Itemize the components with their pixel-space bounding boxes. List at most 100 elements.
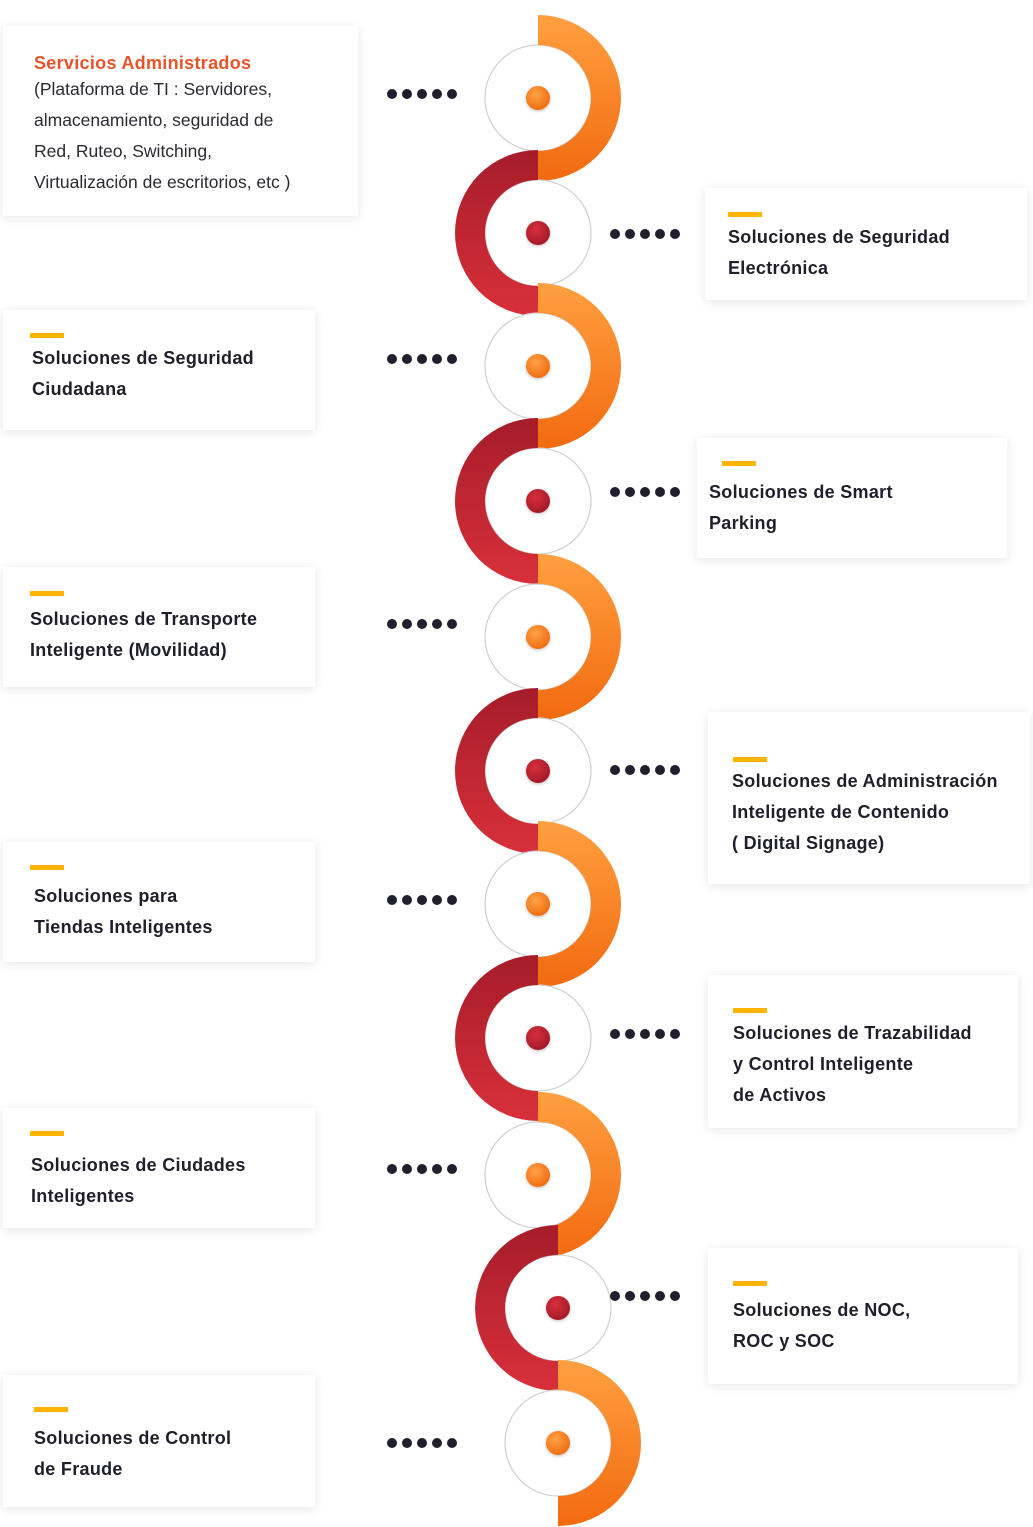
center-dot-7: [526, 892, 550, 916]
connector-dot: [640, 487, 650, 497]
connector-dot: [655, 765, 665, 775]
connector-dot: [387, 895, 397, 905]
service-card-4: Soluciones de Smart Parking: [697, 438, 1007, 558]
connector-dot: [432, 895, 442, 905]
dotted-connector: [387, 354, 457, 364]
service-description: (Plataforma de TI : Servidores, almacena…: [34, 79, 291, 192]
connector-dot: [417, 1438, 427, 1448]
connector-dot: [387, 89, 397, 99]
red-arc-6: [455, 688, 538, 854]
dotted-connector: [610, 487, 680, 497]
center-dot-9: [526, 1163, 550, 1187]
connector-dot: [432, 354, 442, 364]
service-card-9: Soluciones de Ciudades Inteligentes: [3, 1108, 315, 1228]
connector-dot: [625, 229, 635, 239]
service-title: Soluciones para Tiendas Inteligentes: [34, 886, 213, 937]
connector-dot: [640, 229, 650, 239]
orange-arc-11: [558, 1360, 641, 1526]
red-arc-10: [475, 1225, 558, 1391]
connector-dot: [417, 1164, 427, 1174]
center-dot-2: [526, 221, 550, 245]
accent-bar: [728, 212, 762, 217]
dotted-connector: [387, 895, 457, 905]
connector-dot: [447, 895, 457, 905]
accent-bar: [722, 461, 756, 466]
connector-dot: [625, 487, 635, 497]
connector-dot: [447, 89, 457, 99]
connector-dot: [670, 229, 680, 239]
connector-dot: [417, 895, 427, 905]
dotted-connector: [610, 229, 680, 239]
connector-dot: [655, 1291, 665, 1301]
connector-dot: [625, 1291, 635, 1301]
connector-dot: [402, 1438, 412, 1448]
service-card-2: Soluciones de Seguridad Electrónica: [705, 188, 1027, 300]
accent-bar: [733, 1008, 767, 1013]
dotted-connector: [387, 1438, 457, 1448]
connector-dot: [402, 619, 412, 629]
service-card-6: Soluciones de Administración Inteligente…: [708, 712, 1030, 884]
connector-dot: [432, 1164, 442, 1174]
dotted-connector: [387, 1164, 457, 1174]
connector-dot: [447, 1164, 457, 1174]
center-dot-3: [526, 354, 550, 378]
center-dot-6: [526, 759, 550, 783]
connector-dot: [640, 1291, 650, 1301]
connector-dot: [610, 765, 620, 775]
connector-dot: [417, 619, 427, 629]
connector-dot: [402, 1164, 412, 1174]
connector-dot: [610, 1291, 620, 1301]
connector-dot: [432, 1438, 442, 1448]
service-card-7: Soluciones para Tiendas Inteligentes: [3, 842, 315, 962]
dotted-connector: [610, 765, 680, 775]
connector-dot: [625, 1029, 635, 1039]
service-card-1: Servicios Administrados (Plataforma de T…: [3, 26, 358, 216]
service-title: Soluciones de Administración Inteligente…: [732, 771, 998, 853]
orange-arc-7: [538, 821, 621, 987]
connector-dot: [670, 1291, 680, 1301]
center-dot-10: [546, 1296, 570, 1320]
connector-dot: [417, 354, 427, 364]
service-title: Soluciones de Seguridad Electrónica: [728, 227, 950, 278]
orange-arc-1: [538, 15, 621, 181]
dotted-connector: [387, 89, 457, 99]
red-arc-8: [455, 955, 538, 1121]
service-card-3: Soluciones de Seguridad Ciudadana: [3, 310, 315, 430]
connector-dot: [655, 1029, 665, 1039]
accent-bar: [30, 865, 64, 870]
connector-dot: [670, 765, 680, 775]
connector-dot: [417, 89, 427, 99]
service-title: Servicios Administrados: [34, 53, 252, 73]
connector-dot: [610, 487, 620, 497]
service-card-8: Soluciones de Trazabilidad y Control Int…: [708, 975, 1018, 1128]
center-dot-11: [546, 1431, 570, 1455]
red-arc-4: [455, 418, 538, 584]
service-title: Soluciones de Trazabilidad y Control Int…: [733, 1023, 972, 1105]
center-dot-4: [526, 489, 550, 513]
service-title: Soluciones de Transporte Inteligente (Mo…: [30, 609, 258, 660]
red-arc-2: [455, 150, 538, 316]
connector-dot: [640, 765, 650, 775]
connector-dot: [670, 487, 680, 497]
connector-dot: [387, 619, 397, 629]
service-card-11: Soluciones de Control de Fraude: [3, 1375, 315, 1507]
dotted-connector: [387, 619, 457, 629]
orange-arc-5: [538, 554, 621, 720]
orange-arc-3: [538, 283, 621, 449]
service-title: Soluciones de Control de Fraude: [34, 1428, 232, 1479]
accent-bar: [30, 1131, 64, 1136]
accent-bar: [30, 591, 64, 596]
connector-dot: [387, 354, 397, 364]
connector-dot: [402, 895, 412, 905]
connector-dot: [447, 619, 457, 629]
dotted-connector: [610, 1029, 680, 1039]
connector-dot: [447, 354, 457, 364]
service-title: Soluciones de Seguridad Ciudadana: [32, 348, 254, 399]
service-title: Soluciones de NOC, ROC y SOC: [733, 1300, 911, 1351]
connector-dot: [610, 229, 620, 239]
center-dot-5: [526, 625, 550, 649]
connector-dot: [432, 619, 442, 629]
service-title: Soluciones de Smart Parking: [709, 482, 893, 533]
dotted-connector: [610, 1291, 680, 1301]
